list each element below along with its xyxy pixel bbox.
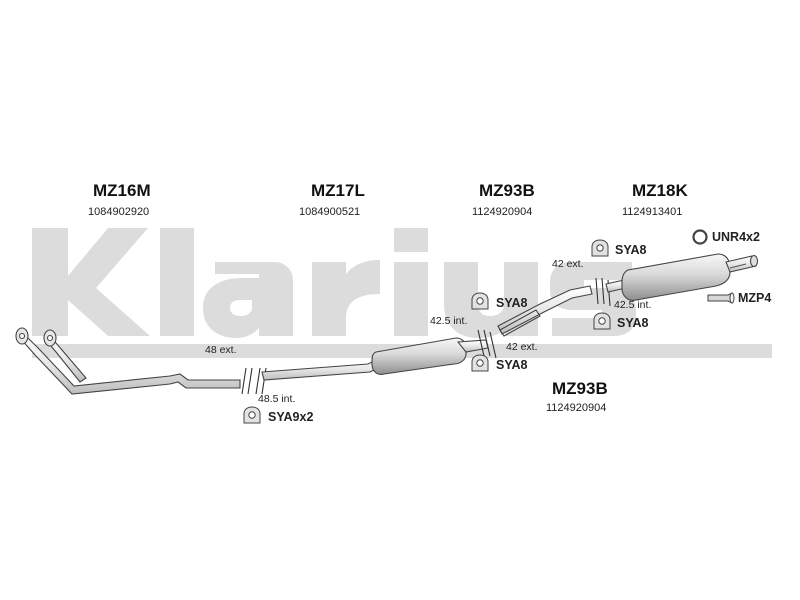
section-code: MZ16M bbox=[93, 181, 151, 200]
hanger-icon bbox=[243, 406, 261, 424]
fitting-label: MZP4 bbox=[738, 291, 772, 305]
section-number: 1124920904 bbox=[546, 402, 607, 414]
ring-icon bbox=[692, 229, 708, 245]
fitting-label: SYA8 bbox=[496, 358, 528, 372]
dimension-label: 42.5 int. bbox=[614, 299, 652, 311]
rear-silencer-mz18k bbox=[605, 253, 759, 301]
section-number: 1124913401 bbox=[622, 206, 683, 218]
fitting-label: SYA8 bbox=[615, 243, 647, 257]
section-number: 1084902920 bbox=[88, 206, 150, 218]
section-code: MZ18K bbox=[632, 181, 688, 200]
dimension-label: 42 ext. bbox=[506, 341, 538, 353]
hanger-icon bbox=[593, 312, 611, 330]
front-pipe-mz16m bbox=[15, 327, 241, 395]
centre-pipe-mz17l bbox=[261, 337, 489, 381]
section-code: MZ93B bbox=[479, 181, 535, 200]
hanger-icon bbox=[471, 292, 489, 310]
joint-marks-2 bbox=[477, 329, 497, 359]
fitting-label: UNR4x2 bbox=[712, 230, 760, 244]
intermediate-pipe-mz93b bbox=[497, 285, 593, 337]
tailpipe-trim-icon bbox=[707, 292, 735, 304]
dimension-label: 48 ext. bbox=[205, 344, 237, 356]
dimension-label: 42.5 int. bbox=[430, 315, 468, 327]
section-number: 1084900521 bbox=[299, 206, 361, 218]
hanger-icon bbox=[471, 354, 489, 372]
dimension-label: 48.5 int. bbox=[258, 393, 296, 405]
fitting-label: SYA9x2 bbox=[268, 410, 314, 424]
section-code: MZ17L bbox=[311, 181, 365, 200]
fitting-label: SYA8 bbox=[496, 296, 528, 310]
section-number: 1124920904 bbox=[472, 206, 533, 218]
hanger-icon bbox=[591, 239, 609, 257]
dimension-label: 42 ext. bbox=[552, 258, 584, 270]
section-code: MZ93B bbox=[552, 379, 608, 398]
fitting-label: SYA8 bbox=[617, 316, 649, 330]
